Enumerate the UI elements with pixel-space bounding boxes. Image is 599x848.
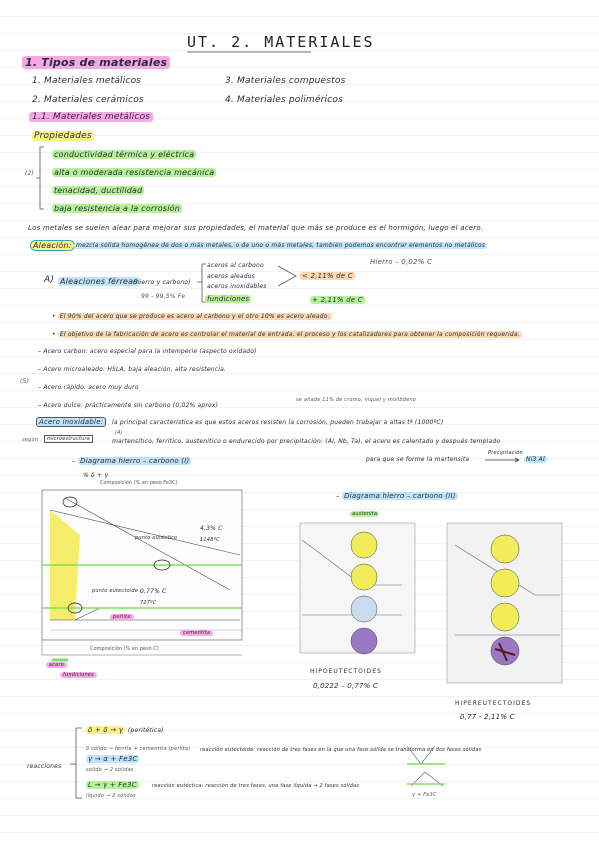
inox-text3: para que se forme la martensita <box>366 456 470 463</box>
diagram2-hiper-range: 0,77 - 2,11% C <box>460 713 515 721</box>
diagram1-caption: – Diagrama hierro – carbono (I) <box>72 457 192 465</box>
inox-label: Acero inoxidable: <box>36 417 107 427</box>
reaction-eutectica-sub: líquido → 2 sólidas <box>86 793 136 799</box>
metals-sentence: Los metales se suelen alear para mejorar… <box>28 224 484 232</box>
branch-aleados: aceros aleados <box>207 273 255 280</box>
fe-c-diagram-1 <box>41 489 243 662</box>
prop-item-1: conductividad térmica y eléctrica <box>52 150 197 159</box>
acero-micro: – Acero microaleado: HSLA, baja aleación… <box>38 366 227 373</box>
reaction-peritetica-note: (peritética) <box>128 727 164 734</box>
inox-note: se añade 11% de cromo, níquel y molibden… <box>296 397 416 403</box>
diagram1-eut-t: 1148ºC <box>200 537 220 543</box>
reaction-eutectica: L → γ + Fe3C <box>86 781 139 789</box>
section-heading-metalicos: 1.1. Materiales metálicos <box>29 112 154 122</box>
prop-item-3: tenacidad, ductilidad <box>52 186 145 195</box>
branch-carbono: aceros al carbono <box>207 262 264 269</box>
diagram1-axis-fe3c: Composición (% en peso Fe3C) <box>100 480 178 486</box>
reacciones-label: reacciones <box>27 763 62 770</box>
inox-mark: (4) <box>115 430 123 436</box>
diagram1-eutd-val: 0,77% C <box>140 588 167 595</box>
aleacion-label: Aleación: <box>30 240 75 251</box>
inox-text1: la principal característica es que estos… <box>112 419 444 426</box>
diagram1-acero: acero <box>46 662 68 668</box>
reaction-eutectoide: γ → α + Fe3C <box>86 755 140 763</box>
ferreas-gt: + 2,11% de C <box>310 296 365 304</box>
acero-carbon: – Acero carbon: acero especial para la i… <box>38 348 257 355</box>
diagram2-hipo: HIPOEUTECTOIDES <box>310 668 382 675</box>
reaction-eutectoide-desc: reacción eutectoide: reacción de tres fa… <box>200 747 482 753</box>
type-ceramicos: 2. Materiales cerámicos <box>32 95 144 105</box>
inox-text2: martensítico, ferrítico, austenítico o e… <box>112 438 501 445</box>
prop-item-4: baja resistencia a la corrosión <box>52 204 183 213</box>
hierro-note: Hierro – 0,02% C <box>370 258 433 266</box>
propiedades-brace <box>36 146 44 210</box>
type-polimericos: 4. Materiales poliméricos <box>225 95 343 105</box>
bullet-acero-carbono: • El 90% del acero que se produce es ace… <box>52 313 332 320</box>
aceros-mark: (5) <box>20 378 30 385</box>
inox-arrow: Precipitación <box>488 450 523 456</box>
diagram2-hiper: HIPEREUTECTOIDES <box>455 700 532 707</box>
diagram2-hipo-range: 0,0222 – 0,77% C <box>313 682 378 690</box>
diagram1-eutectoid: punto eutectoide <box>92 588 139 594</box>
diagram2-caption: – Diagrama hierro – carbono (II) <box>336 492 458 500</box>
diagram1-perlita: perlita <box>110 614 134 620</box>
diagram2-austenita: austenita <box>350 511 380 517</box>
reaction-perlita-note: δ sólido → ferrita + cementita (perlita) <box>86 746 191 752</box>
diagram1-eutectic: punto eutéctico <box>135 535 178 541</box>
branch-inoxidables: aceros inoxidables <box>207 283 267 290</box>
propiedades-heading: Propiedades <box>32 131 94 141</box>
ferreas-brace <box>197 263 297 303</box>
title-underline <box>187 51 311 53</box>
reaction-sketch <box>406 745 445 787</box>
reaction-eutectoide-sub: sólido → 2 sólidas <box>86 767 134 773</box>
diagram1-eut-val: 4,3% C <box>200 525 223 532</box>
section-heading-tipos: 1. Tipos de materiales <box>22 56 171 69</box>
reacciones-brace <box>70 727 82 799</box>
inox-product: Ni3 Al <box>524 456 547 463</box>
aleacion-definition: mezcla sólida homogénea de dos o más met… <box>74 242 488 249</box>
branch-fundiciones: fundiciones <box>205 295 252 303</box>
arrow-icon <box>485 457 520 463</box>
ferreas-paren: (hierro y carbono) <box>133 279 191 286</box>
acero-dulce: – Acero dulce: prácticamente sin carbono… <box>38 402 219 409</box>
inox-micro: microestructura <box>44 435 93 443</box>
diagram1-cementita: cementita <box>180 630 214 636</box>
inox-segun: según <box>22 437 39 443</box>
diagram1-axis-c: Composición (% en peso C) <box>90 646 159 652</box>
diagram1-eutd-t: 727ºC <box>140 600 157 606</box>
propiedades-mark: (2) <box>25 170 35 177</box>
ferreas-marker: A) <box>44 275 55 285</box>
bullet-objetivo: • El objetivo de la fabricación de acero… <box>52 331 522 338</box>
fe-c-diagram-hipo <box>299 522 416 655</box>
reaction-eutectica-desc: reacción eutéctica: reacción de tres fas… <box>152 783 360 789</box>
fe-c-diagram-hiper <box>446 522 563 684</box>
prop-item-2: alta o moderada resistencia mecánica <box>52 168 217 177</box>
reaction-small-label: γ + Fe3C <box>412 792 437 798</box>
acero-rapido: – Acero rápido: acero muy duro <box>38 384 139 391</box>
ferreas-percent: 99 - 99,5% Fe <box>141 293 186 300</box>
reaction-peritetica: δ + δ → γ <box>86 726 126 734</box>
type-metalicos: 1. Materiales metálicos <box>32 76 142 86</box>
ferreas-lt: < 2,11% de C <box>300 272 355 280</box>
ferreas-label: Aleaciones férreas <box>58 277 140 286</box>
type-compuestos: 3. Materiales compuestos <box>225 76 346 86</box>
diagram1-fundiciones: fundiciones <box>60 672 97 678</box>
diagram1-top: % δ + γ <box>83 472 109 479</box>
page-title: UT. 2. MATERIALES <box>187 33 375 51</box>
